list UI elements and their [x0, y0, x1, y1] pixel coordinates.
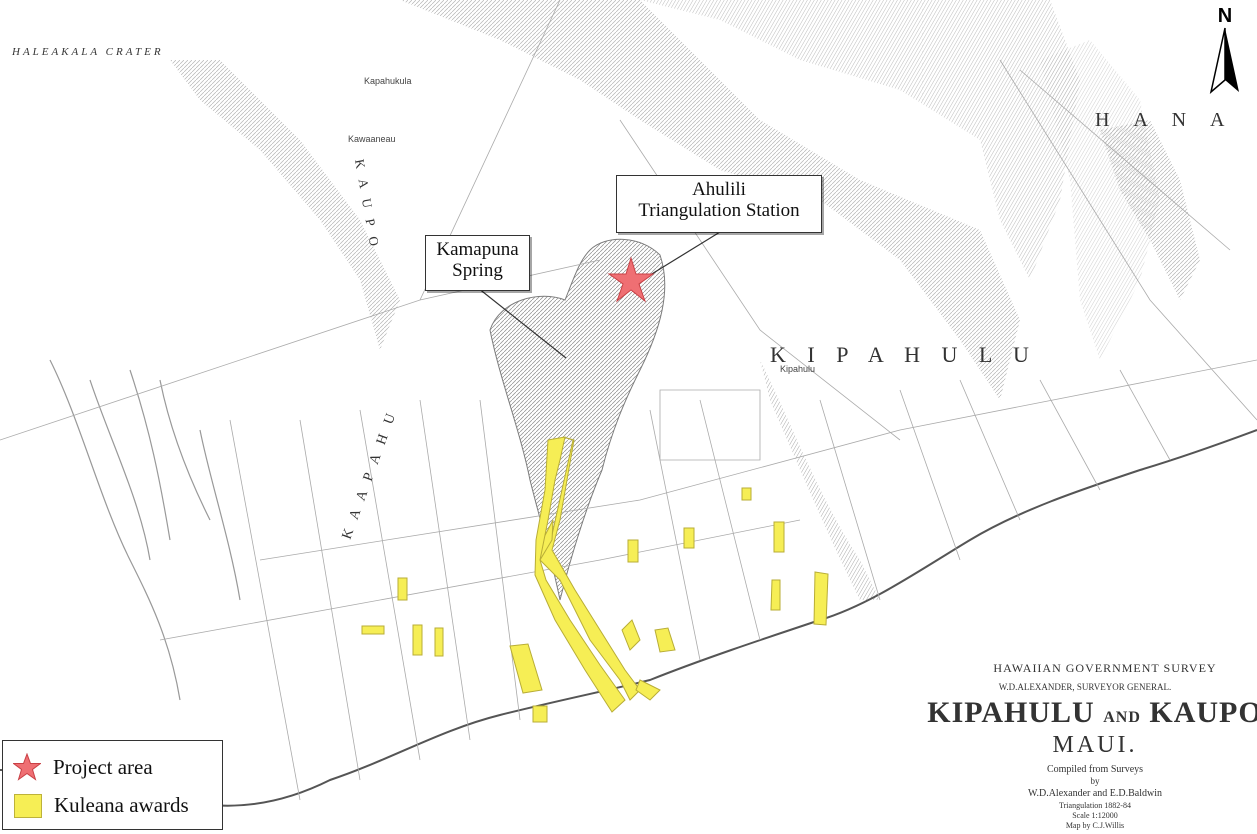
- svg-text:Compiled from Surveys: Compiled from Surveys: [1047, 764, 1143, 775]
- kuleana-parcels: [361, 436, 829, 723]
- svg-text:W.D.Alexander and E.D.Baldwi: W.D.Alexander and E.D.Baldwin: [1028, 788, 1162, 799]
- north-label: N: [1217, 5, 1233, 27]
- callout-ahulili-line2: Triangulation Station: [638, 200, 800, 221]
- label-crater: HALEAKALA CRATER: [11, 46, 164, 58]
- north-arrow: N: [1205, 5, 1245, 95]
- callout-kamapuna-line2: Spring: [452, 260, 503, 281]
- parcel-lines: [0, 0, 1257, 801]
- svg-text:W.D.ALEXANDER, SURVEYOR GENERA: W.D.ALEXANDER, SURVEYOR GENERAL.: [999, 682, 1171, 692]
- north-arrow-icon: [1209, 27, 1239, 95]
- gulch-lines: [49, 359, 241, 701]
- map-legend: Project area Kuleana awards: [2, 740, 223, 830]
- legend-label-project-area: Project area: [53, 754, 153, 779]
- project-area-star-icon: [607, 256, 655, 303]
- label-kipahulu-small: Kipahulu: [780, 364, 815, 374]
- label-kipahulu-district: K I P A H U L U: [770, 342, 1037, 367]
- ahulili-ridge: [489, 238, 666, 601]
- callout-ahulili-line1: Ahulili: [692, 179, 746, 200]
- legend-row-kuleana-awards: Kuleana awards: [13, 793, 189, 818]
- map-title-block: HAWAIIAN GOVERNMENT SURVEY W.D.ALEXANDER…: [927, 661, 1257, 830]
- svg-text:by: by: [1091, 776, 1101, 786]
- star-icon: [13, 753, 41, 781]
- svg-text:Scale 1:12000: Scale 1:12000: [1072, 811, 1118, 820]
- label-kaapahu: K A A P A H U: [340, 408, 401, 541]
- label-hana-district: H A N A: [1095, 109, 1234, 131]
- label-kawaaneau: Kawaaneau: [348, 134, 396, 144]
- legend-label-kuleana-awards: Kuleana awards: [54, 793, 189, 817]
- terrain-shading: [170, 0, 1200, 400]
- legend-row-project-area: Project area: [13, 753, 153, 781]
- ahulili-leader-line: [641, 231, 721, 281]
- callout-kamapuna-line1: Kamapuna: [436, 239, 519, 260]
- label-kapahukula: Kapahukula: [364, 76, 412, 86]
- svg-text:Map by C.J.Willis: Map by C.J.Willis: [1066, 821, 1124, 830]
- svg-text:HAWAIIAN GOVERNMENT SURVEY: HAWAIIAN GOVERNMENT SURVEY: [993, 661, 1216, 675]
- kuleana-swatch: [14, 793, 42, 818]
- svg-text:Triangulation 1882-84: Triangulation 1882-84: [1059, 801, 1131, 810]
- kamapuna-leader-line: [477, 287, 567, 359]
- callout-kamapuna-spring: Kamapuna Spring: [425, 235, 530, 291]
- svg-text:KIPAHULU AND KAUPO: KIPAHULU AND KAUPO: [927, 696, 1257, 729]
- callout-ahulili-triangulation-station: Ahulili Triangulation Station: [616, 175, 822, 233]
- svg-text:MAUI.: MAUI.: [1053, 732, 1138, 758]
